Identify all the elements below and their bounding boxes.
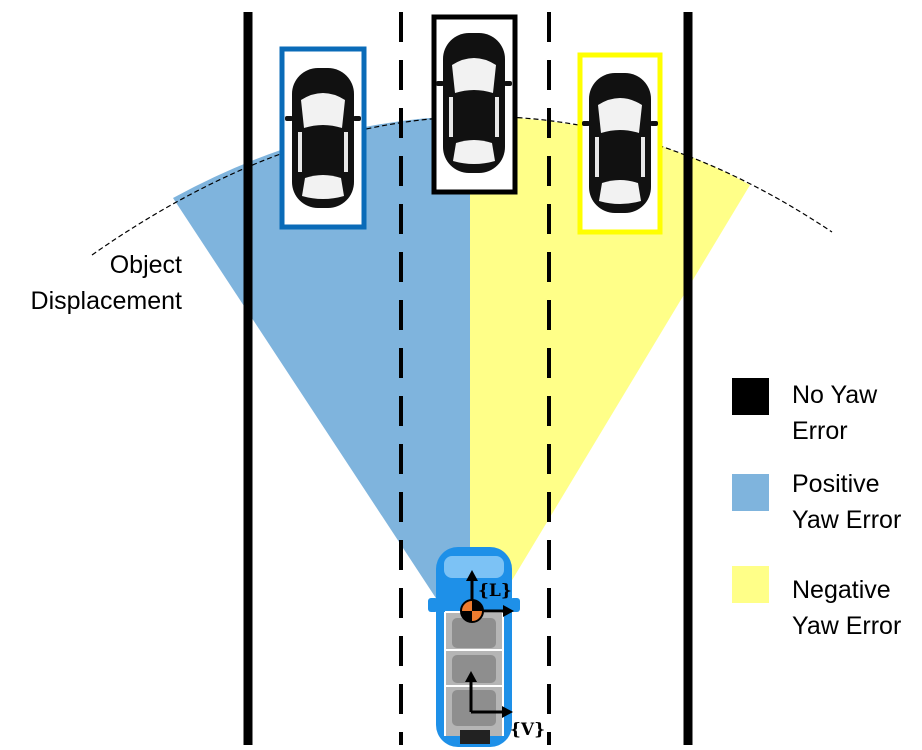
legend-item-positive-yaw-error: Positive Yaw Error: [732, 466, 922, 546]
object-displacement-line-2: Displacement: [30, 287, 182, 315]
positive-error-car: [279, 46, 367, 230]
negative-yaw-region: [470, 116, 750, 650]
legend-label-positive-yaw-error-line-1: Positive: [792, 470, 880, 498]
no-error-car: [431, 14, 518, 195]
legend-label-no-yaw-error-line-2: Error: [792, 417, 848, 445]
object-displacement-line-1: Object: [109, 251, 182, 279]
object-displacement-label: Object Displacement: [0, 247, 182, 319]
vehicle-frame-label: {V}: [510, 720, 545, 740]
legend-label-no-yaw-error-line-1: No Yaw: [792, 381, 878, 409]
negative-error-car: [577, 52, 663, 235]
vehicle-frame: {V}: [465, 671, 545, 740]
legend-swatch-positive-yaw-error: [732, 474, 769, 511]
ego-vehicle: [428, 547, 520, 747]
lidar-frame-label: {L}: [478, 581, 512, 601]
legend-item-negative-yaw-error: Negative Yaw Error: [732, 566, 922, 652]
lidar-frame: {L}: [460, 570, 514, 623]
legend-swatch-no-yaw-error: [732, 378, 769, 415]
legend-label-negative-yaw-error-line-2: Yaw Error: [792, 612, 902, 640]
legend-label-positive-yaw-error-line-2: Yaw Error: [792, 506, 902, 534]
legend-item-no-yaw-error: No Yaw Error: [732, 377, 922, 457]
legend-label-negative-yaw-error-line-1: Negative: [792, 576, 891, 604]
legend-swatch-negative-yaw-error: [732, 566, 769, 603]
